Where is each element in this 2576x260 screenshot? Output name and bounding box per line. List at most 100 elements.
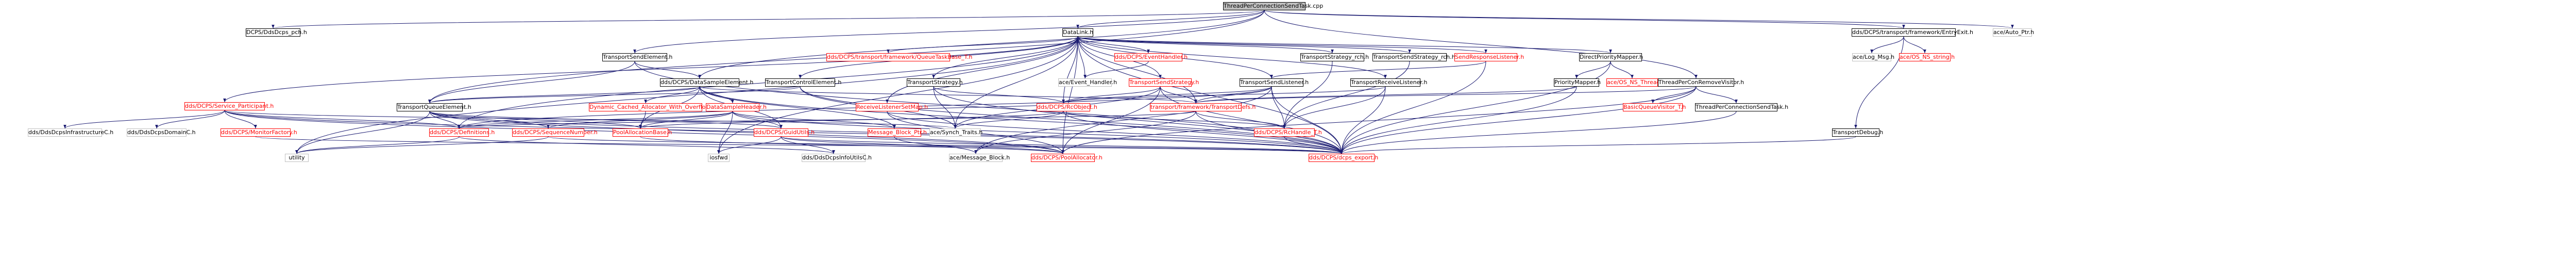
node-dds-dcps-definitions-h[interactable]: dds/DCPS/Definitions.h <box>429 128 495 137</box>
edge-dds-dcps-service-participant-h-to-dds-ddsdcpsdomainc-h <box>155 110 225 129</box>
node-threadperconremovevisitor-h[interactable]: ThreadPerConRemoveVisitor.h <box>1658 78 1744 87</box>
edge-dds-dcps-datasampleelement-h-to-dynamic-cached-allocator-with-overflow-t-h <box>644 86 700 104</box>
edge-transportstrategy-h-to-dds-dcps-rcobject-h <box>933 86 1065 104</box>
node-dds-dcps-eventhandler-h[interactable]: dds/DCPS/EventHandler.h <box>1114 53 1188 61</box>
edge-datasampleheader-h-to-iosfwd <box>717 111 733 154</box>
node-dds-dcps-sequencenumber-h[interactable]: dds/DCPS/SequenceNumber.h <box>512 128 598 137</box>
edge-prioritymapper-h-to-transport-framework-transportdefs-h <box>1194 86 1577 104</box>
node-directprioritymapper-h[interactable]: DirectPriorityMapper.h <box>1579 53 1643 61</box>
node-dds-dcps-transport-framework-queuetaskbase-t-h[interactable]: dds/DCPS/transport/framework/QueueTaskBa… <box>826 53 973 61</box>
node-ace-event-handler-h[interactable]: ace/Event_Handler.h <box>1058 78 1117 87</box>
node-transportstrategy-rch-h[interactable]: TransportStrategy_rch.h <box>1300 53 1369 61</box>
node-transport-framework-transportdefs-h[interactable]: transport/framework/TransportDefs.h <box>1150 103 1256 111</box>
node-transportsendelement-h[interactable]: TransportSendElement.h <box>602 53 673 61</box>
edge-dds-dcps-datasampleelement-h-to-transportqueueelement-h <box>428 86 700 104</box>
edge-dds-dcps-definitions-h-to-utility <box>295 136 460 154</box>
edge-dds-dcps-rcobject-h-to-dds-dcps-dcps-export-h <box>1063 111 1343 154</box>
node-transportdebug-h[interactable]: TransportDebug.h <box>1832 128 1884 137</box>
node-dds-ddsdcpsinfoutilsc-h[interactable]: dds/DdsDcpsInfoUtilsC.h <box>802 154 872 162</box>
node-transportreceivelistener-h[interactable]: TransportReceiveListener.h <box>1350 78 1428 87</box>
node-dds-dcps-guidutils-h[interactable]: dds/DCPS/GuidUtils.h <box>754 128 815 137</box>
edge-threadperconremovevisitor-h-to-basicqueuevisitor-t-h <box>1651 86 1697 104</box>
node-dds-dcps-transport-framework-entryexit-h[interactable]: dds/DCPS/transport/framework/EntryExit.h <box>1852 28 1973 37</box>
node-ace-os-ns-thread-h[interactable]: ace/OS_NS_Thread.h <box>1606 78 1666 87</box>
edge-threadperconnectionsendtask-cpp-to-dds-dcps-transport-framework-entryexit-h <box>1264 10 1905 29</box>
node-ace-synch-traits-h[interactable]: ace/Synch_Traits.h <box>929 128 983 137</box>
node-ace-message-block-h[interactable]: ace/Message_Block.h <box>949 154 1010 162</box>
node-poolallocationbase-h[interactable]: PoolAllocationBase.h <box>613 128 672 137</box>
edge-dds-dcps-service-participant-h-to-dds-dcps-monitorfactory-h <box>224 110 257 129</box>
edge-transportqueueelement-h-to-dds-dcps-guidutils-h <box>429 111 783 129</box>
node-threadperconnectionsendtask-cpp: ThreadPerConnectionSendTask.cpp <box>1223 2 1324 10</box>
edge-dds-dcps-datasampleelement-h-to-transport-framework-transportdefs-h <box>699 86 1197 104</box>
edge-transportsendelement-h-to-transportqueueelement-h <box>428 61 635 104</box>
edge-datalink-h-to-dds-dcps-transport-framework-queuetaskbase-t-h <box>887 36 1078 54</box>
edge-datalink-h-to-utility <box>295 36 1078 154</box>
edge-datasampleheader-h-to-dds-dcps-guidutils-h <box>732 111 783 129</box>
edge-transportqueueelement-h-to-dds-dcps-definitions-h <box>429 111 461 129</box>
edge-transportreceivelistener-h-to-dds-dcps-dcps-export-h <box>1340 86 1386 154</box>
node-transportqueueelement-h[interactable]: TransportQueueElement.h <box>397 103 471 111</box>
node-transportsendstrategy-h[interactable]: TransportSendStrategy.h <box>1129 78 1199 87</box>
edge-dds-dcps-service-participant-h-to-dds-dcps-definitions-h <box>224 110 461 129</box>
edge-dds-dcps-rchandle-t-h-to-dds-dcps-dcps-export-h <box>1284 136 1343 154</box>
node-sendresponselistener-h[interactable]: SendResponseListener.h <box>1454 53 1524 61</box>
node-dds-dcps-service-participant-h[interactable]: dds/DCPS/Service_Participant.h <box>184 102 274 110</box>
edge-dds-dcps-monitorfactory-h-to-dds-dcps-dcps-export-h <box>255 136 1343 154</box>
edge-datalink-h-to-dds-dcps-eventhandler-h <box>1077 36 1150 54</box>
node-transportstrategy-h[interactable]: TransportStrategy.h <box>907 78 963 87</box>
edge-dds-dcps-guidutils-h-to-iosfwd <box>717 136 782 154</box>
node-message-block-ptr-h[interactable]: Message_Block_Ptr.h <box>868 128 927 137</box>
node-dcps-ddsdcps-pch-h[interactable]: DCPS/DdsDcps_pch.h <box>246 28 307 37</box>
node-ace-os-ns-string-h[interactable]: ace/OS_NS_string.h <box>1899 53 1955 61</box>
edge-threadperconnectionsendtask-cpp-to-threadperconremovevisitor-h <box>1264 10 1698 79</box>
edge-dds-dcps-transport-framework-entryexit-h-to-ace-os-ns-string-h <box>1903 36 1926 54</box>
edge-transportsendstrategy-h-to-dds-dcps-poolallocator-h <box>1061 86 1161 154</box>
node-threadperconnectionsendtask-h[interactable]: ThreadPerConnectionSendTask.h <box>1695 103 1789 111</box>
node-transportsendlistener-h[interactable]: TransportSendListener.h <box>1240 78 1309 87</box>
node-ace-log-msg-h[interactable]: ace/Log_Msg.h <box>1852 53 1895 61</box>
node-dds-ddsdcpsdomainc-h[interactable]: dds/DdsDcpsDomainC.h <box>127 128 196 137</box>
edge-datalink-h-to-receivelistenersetmap-h <box>886 36 1078 104</box>
edge-transportcontrolelement-h-to-dds-dcps-dcps-export-h <box>800 86 1343 154</box>
edge-datasampleheader-h-to-dds-dcps-dcps-export-h <box>732 111 1343 154</box>
edge-datalink-h-to-iosfwd <box>717 36 1078 154</box>
edge-transportsendlistener-h-to-dds-dcps-dcps-export-h <box>1271 86 1343 154</box>
edge-dds-dcps-definitions-h-to-dds-ddsdcpsinfoutilsc-h <box>459 136 835 154</box>
node-dds-dcps-rchandle-t-h[interactable]: dds/DCPS/RcHandle_T.h <box>1254 128 1322 137</box>
node-transportsendstrategy-rch-h[interactable]: TransportSendStrategy_rch.h <box>1372 53 1455 61</box>
node-transportcontrolelement-h[interactable]: TransportControlElement.h <box>765 78 842 87</box>
node-prioritymapper-h[interactable]: PriorityMapper.h <box>1554 78 1601 87</box>
node-dds-dcps-datasampleelement-h[interactable]: dds/DCPS/DataSampleElement.h <box>660 78 754 87</box>
edge-threadperconremovevisitor-h-to-dds-dcps-dcps-export-h <box>1340 86 1697 154</box>
edge-datalink-h-to-transportstrategy-rch-h <box>1077 36 1334 54</box>
edge-message-block-ptr-h-to-ace-message-block-h <box>894 136 977 154</box>
node-dds-dcps-poolallocator-h[interactable]: dds/DCPS/PoolAllocator.h <box>1031 154 1103 162</box>
node-iosfwd[interactable]: iosfwd <box>708 154 730 162</box>
node-basicqueuevisitor-t-h[interactable]: BasicQueueVisitor_T.h <box>1623 103 1686 111</box>
edge-dds-dcps-datasampleelement-h-to-dds-dcps-dcps-export-h <box>699 86 1343 154</box>
edge-sendresponselistener-h-to-dds-dcps-dcps-export-h <box>1340 61 1486 154</box>
edge-datalink-h-to-transportsendstrategy-rch-h <box>1077 36 1411 54</box>
edge-datasampleheader-h-to-poolallocationbase-h <box>639 111 733 129</box>
edge-transportsendlistener-h-to-dds-dcps-rcobject-h <box>1062 86 1272 104</box>
node-utility[interactable]: utility <box>285 154 309 162</box>
edge-transportstrategy-h-to-dds-dcps-dcps-export-h <box>933 86 1343 154</box>
node-dds-dcps-rcobject-h[interactable]: dds/DCPS/RcObject.h <box>1037 103 1097 111</box>
edge-dds-dcps-datasampleelement-h-to-message-block-ptr-h <box>699 86 896 129</box>
node-dds-dcps-monitorfactory-h[interactable]: dds/DCPS/MonitorFactory.h <box>221 128 297 137</box>
node-receivelistenersetmap-h[interactable]: ReceiveListenerSetMap.h <box>856 103 928 111</box>
edge-datalink-h-to-transport-framework-transportdefs-h <box>1077 36 1197 104</box>
edge-dds-dcps-service-participant-h-to-dds-ddsdcpsinfrastructurec-h <box>63 110 225 129</box>
node-dds-dcps-dcps-export-h[interactable]: dds/DCPS/dcps_export.h <box>1309 154 1379 162</box>
node-dds-ddsdcpsinfrastructurec-h[interactable]: dds/DdsDcpsInfrastructureC.h <box>28 128 114 137</box>
node-datasampleheader-h[interactable]: DataSampleHeader.h <box>706 103 767 111</box>
edge-datalink-h-to-transportreceivelistener-h <box>1077 36 1387 79</box>
node-datalink-h[interactable]: DataLink.h <box>1062 28 1094 37</box>
edge-dds-dcps-guidutils-h-to-dds-ddsdcpsinfoutilsc-h <box>781 136 835 154</box>
edge-dds-dcps-sequencenumber-h-to-dds-dcps-dcps-export-h <box>548 136 1343 154</box>
node-dynamic-cached-allocator-with-overflow-t-h[interactable]: Dynamic_Cached_Allocator_With_Overflow_T… <box>589 103 721 111</box>
node-ace-auto-ptr-h[interactable]: ace/Auto_Ptr.h <box>1993 28 2035 37</box>
edge-directprioritymapper-h-to-prioritymapper-h <box>1575 61 1611 79</box>
edge-sendresponselistener-h-to-transportsendlistener-h <box>1270 61 1486 79</box>
